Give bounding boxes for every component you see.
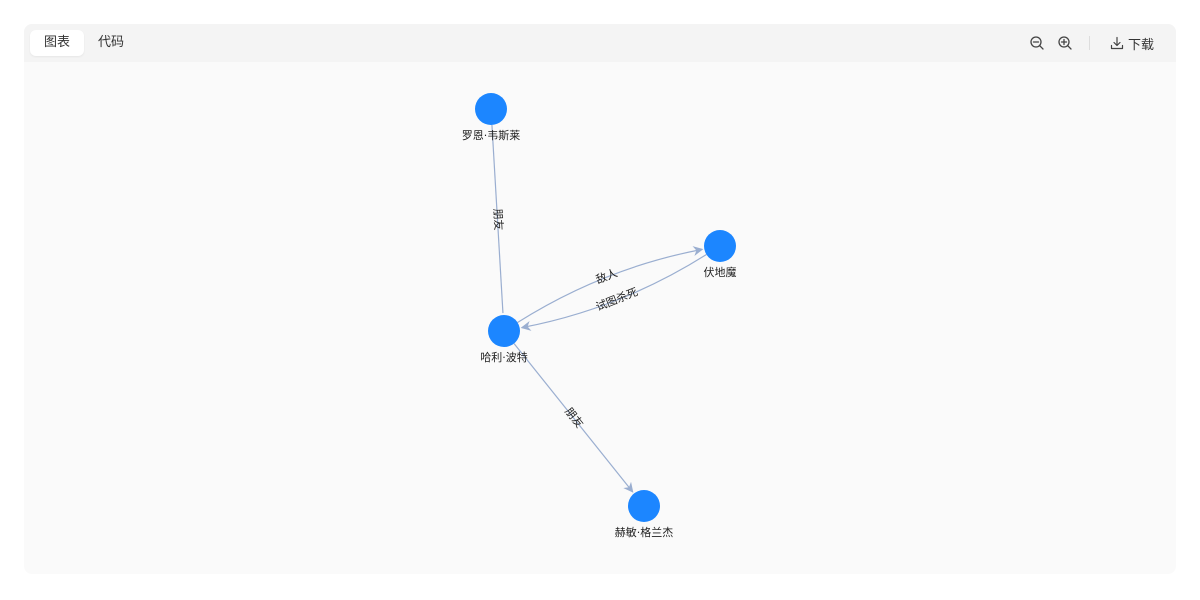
node-circle-ron[interactable] xyxy=(475,93,507,125)
edge-e4 xyxy=(513,343,634,493)
node-circle-hermione[interactable] xyxy=(628,490,660,522)
edge-e3 xyxy=(520,254,707,331)
node-label-voldemort: 伏地魔 xyxy=(704,265,737,279)
node-circle-harry[interactable] xyxy=(488,315,520,347)
edge-label-e1: 朋友 xyxy=(491,208,506,231)
zoom-out-button[interactable] xyxy=(1027,33,1047,53)
download-label: 下载 xyxy=(1128,37,1155,53)
zoom-in-button[interactable] xyxy=(1055,33,1075,53)
graph-panel: 图表 代码 下载 xyxy=(24,24,1176,574)
edge-label-e2: 敌人 xyxy=(594,265,620,286)
node-hermione[interactable]: 赫敏·格兰杰 xyxy=(615,490,674,539)
toolbar: 图表 代码 下载 xyxy=(24,24,1176,62)
node-ron[interactable]: 罗恩·韦斯莱 xyxy=(462,93,521,142)
node-voldemort[interactable]: 伏地魔 xyxy=(704,230,737,279)
node-label-harry: 哈利·波特 xyxy=(480,350,528,364)
tab-chart[interactable]: 图表 xyxy=(30,30,85,56)
zoom-in-icon xyxy=(1058,36,1072,50)
zoom-out-icon xyxy=(1030,36,1044,50)
toolbar-divider xyxy=(1089,36,1090,50)
node-circle-voldemort[interactable] xyxy=(704,230,736,262)
edge-e1 xyxy=(491,124,504,314)
node-harry[interactable]: 哈利·波特 xyxy=(480,315,528,364)
download-button[interactable]: 下载 xyxy=(1110,32,1154,54)
node-label-ron: 罗恩·韦斯莱 xyxy=(462,129,521,142)
node-label-hermione: 赫敏·格兰杰 xyxy=(615,525,674,539)
edge-e2 xyxy=(517,246,704,323)
download-icon xyxy=(1110,36,1124,50)
tab-code[interactable]: 代码 xyxy=(98,35,125,50)
edges-layer xyxy=(491,124,707,493)
edge-label-e3: 试图杀死 xyxy=(594,284,640,313)
